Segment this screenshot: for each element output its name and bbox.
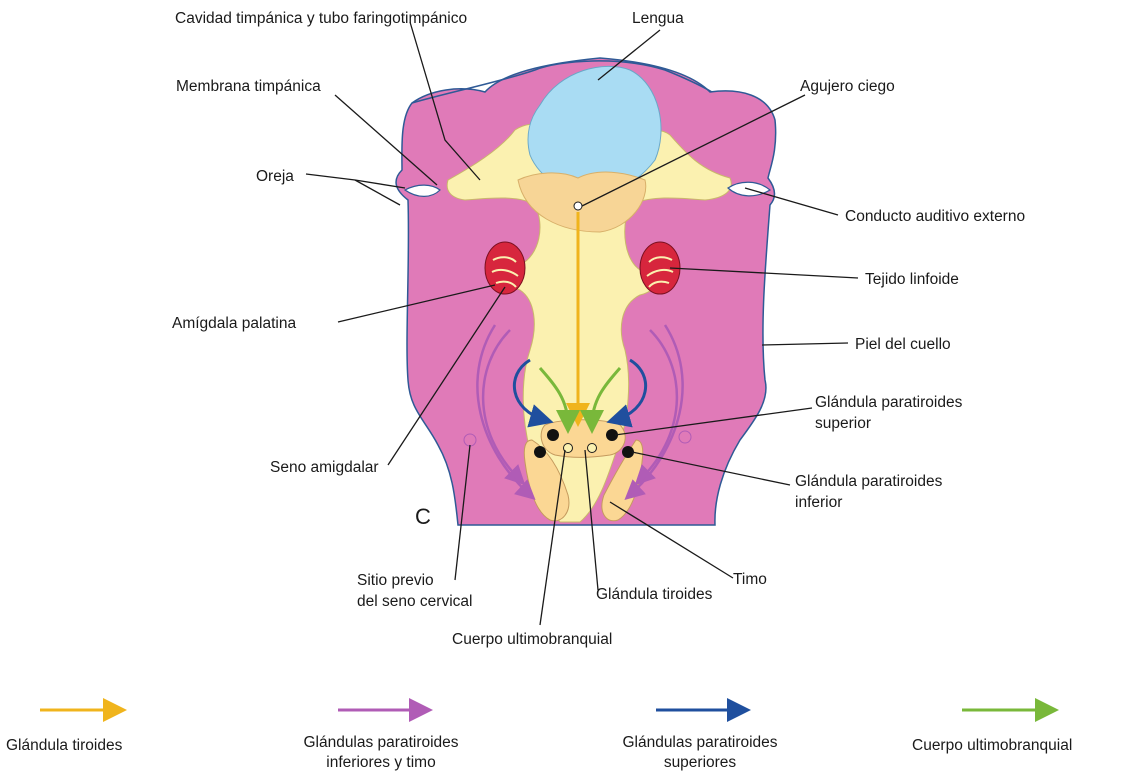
- legend-item-ultimobranchial-label: Cuerpo ultimobranquial: [912, 737, 1072, 754]
- legend-item-parathyroid-superior-line2: superiores: [664, 754, 737, 771]
- legend-item-ultimobranchial: Cuerpo ultimobranquial: [912, 710, 1072, 754]
- label-cavidad: Cavidad timpánica y tubo faringotimpánic…: [175, 10, 467, 27]
- legend-item-thyroid-label: Glándula tiroides: [6, 737, 123, 754]
- label-cuerpo: Cuerpo ultimobranquial: [452, 631, 612, 648]
- legend-item-thyroid: Glándula tiroides: [6, 710, 123, 754]
- parathyroid-superior-left: [547, 429, 559, 441]
- legend-item-parathyroid-inferior-thymus: Glándulas paratiroides inferiores y timo: [303, 710, 458, 771]
- parathyroid-inferior-left: [534, 446, 546, 458]
- legend-item-parathyroid-superior-line1: Glándulas paratiroides: [622, 734, 777, 751]
- label-paratiroides-superior-2: superior: [815, 415, 871, 432]
- label-conducto: Conducto auditivo externo: [845, 208, 1025, 225]
- panel-letter: C: [415, 504, 431, 529]
- label-membrana: Membrana timpánica: [176, 78, 321, 95]
- ultimobranchial-right: [588, 444, 597, 453]
- foramen-cecum-pit: [574, 202, 582, 210]
- legend-item-parathyroid-inferior-line1: Glándulas paratiroides: [303, 734, 458, 751]
- label-agujero: Agujero ciego: [800, 78, 895, 95]
- label-sitio-2: del seno cervical: [357, 593, 472, 610]
- leader-piel: [762, 343, 848, 345]
- label-timo: Timo: [733, 571, 767, 588]
- label-tejido: Tejido linfoide: [865, 271, 959, 288]
- label-tiroides: Glándula tiroides: [596, 586, 713, 603]
- label-sitio-1: Sitio previo: [357, 572, 434, 589]
- legend-item-parathyroid-inferior-line2: inferiores y timo: [326, 754, 435, 771]
- label-piel: Piel del cuello: [855, 336, 951, 353]
- label-lengua: Lengua: [632, 10, 684, 27]
- label-paratiroides-inferior-2: inferior: [795, 494, 842, 511]
- label-paratiroides-superior-1: Glándula paratiroides: [815, 394, 963, 411]
- label-oreja: Oreja: [256, 168, 294, 185]
- label-paratiroides-inferior-1: Glándula paratiroides: [795, 473, 943, 490]
- legend: Glándula tiroides Glándulas paratiroides…: [6, 710, 1072, 771]
- legend-item-parathyroid-superior: Glándulas paratiroides superiores: [622, 710, 777, 771]
- label-amigdala: Amígdala palatina: [172, 315, 296, 332]
- label-seno-amigdalar: Seno amigdalar: [270, 459, 379, 476]
